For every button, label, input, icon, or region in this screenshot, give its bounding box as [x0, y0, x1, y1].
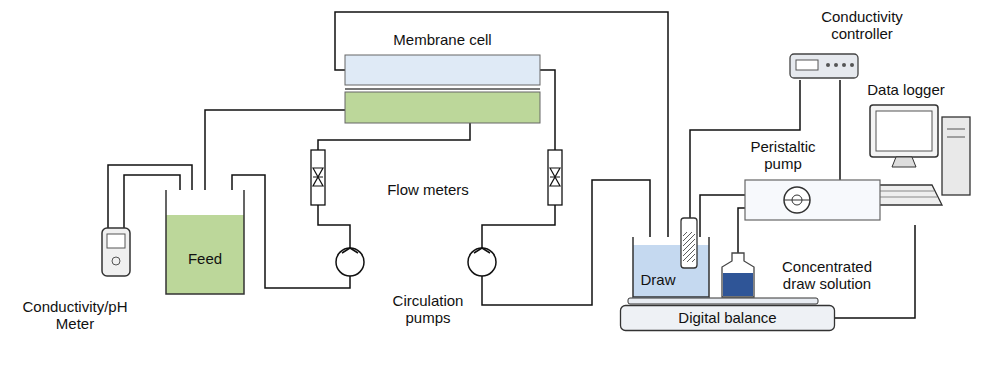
- text-holder: Peristaltic pump: [737, 138, 829, 173]
- concentrated-solution: [723, 273, 753, 296]
- pipe-line: [738, 208, 745, 253]
- flow-meter: [548, 150, 562, 205]
- flow-meter: [311, 150, 325, 205]
- text-holder: Digital balance: [620, 309, 835, 326]
- flow-meter-symbol: [313, 177, 323, 178]
- controller-led: [834, 63, 838, 67]
- monitor: [870, 105, 938, 157]
- text-holder: Membrane cell: [345, 31, 540, 48]
- pump-symbol: [474, 248, 490, 253]
- conductivity-controller: Conductivity controller: [790, 52, 858, 80]
- flow-meter-symbol: [550, 168, 560, 186]
- balance-body: [621, 306, 835, 331]
- pipe-line: [839, 80, 841, 180]
- feed-channel: [345, 92, 540, 123]
- text-holder: Flow meters: [380, 181, 476, 198]
- peristaltic-pump-drawing: [745, 180, 880, 220]
- text-holder: Feed: [175, 250, 235, 267]
- draw-tank-drawing: [632, 237, 710, 298]
- membrane-cell-drawing: [345, 55, 540, 123]
- controller-led: [842, 63, 846, 67]
- tower-slot: [947, 129, 965, 130]
- digital-balance: Digital balance: [620, 305, 835, 331]
- node-label: Conductivity/pH Meter: [22, 298, 127, 332]
- text-holder: Draw: [636, 271, 680, 288]
- tank-wall: [166, 190, 244, 294]
- node-label: Feed: [188, 250, 222, 267]
- conductivity-probe: [681, 218, 697, 268]
- pump-symbol: [342, 248, 358, 253]
- monitor-screen: [876, 111, 932, 151]
- pipe-line: [232, 123, 470, 288]
- meter-display: [107, 234, 125, 248]
- probe-hatching: [683, 232, 695, 262]
- text-holder: Conductivity/pH Meter: [15, 298, 135, 333]
- draw-channel: [345, 55, 540, 85]
- peristaltic-pump: Peristaltic pump: [745, 180, 880, 220]
- text-holder: Concentrated draw solution: [766, 258, 888, 293]
- membrane-cell: Membrane cell: [345, 55, 540, 123]
- meter-button: [112, 257, 120, 265]
- text-holder: Circulation pumps: [380, 292, 476, 327]
- controller-led: [826, 63, 830, 67]
- circulation-pump: [336, 248, 364, 276]
- draw-tank: Draw: [632, 237, 710, 298]
- conductivity-controller-drawing: [790, 52, 858, 80]
- draw-bottle-drawing: [720, 253, 756, 298]
- flow-meter-body: [548, 150, 562, 205]
- text-holder: Data logger: [856, 81, 956, 98]
- feed-solution: [166, 215, 244, 294]
- pump-body: [336, 248, 364, 276]
- conductivity-meter: Conductivity/pH Meter: [100, 228, 132, 276]
- pump-rotor: [784, 187, 810, 213]
- heading: Membrane cell: [393, 31, 491, 48]
- computer-tower: [942, 117, 970, 195]
- flow-meter-body: [311, 150, 325, 205]
- pump-rotor-arm: [784, 200, 810, 201]
- part-label: Circulation pumps: [393, 292, 464, 326]
- bottle-outline: [722, 253, 754, 297]
- monitor-stand: [892, 157, 916, 167]
- node-label: Concentrated draw solution: [782, 258, 872, 292]
- part-label: Flow meters: [387, 181, 469, 198]
- node-label: Digital balance: [678, 309, 776, 326]
- controller-led: [850, 63, 854, 67]
- meter-case: [102, 228, 130, 276]
- flow-meter-symbol: [313, 168, 323, 186]
- node-label: Peristaltic pump: [750, 138, 815, 172]
- feed-tank-drawing: [165, 190, 245, 295]
- pump-body: [468, 248, 496, 276]
- tower-slot: [947, 137, 965, 138]
- heading: Data logger: [867, 81, 945, 98]
- balance-platform: [628, 298, 818, 304]
- membrane: [345, 88, 540, 90]
- text-holder: Conductivity controller: [810, 8, 914, 43]
- draw-bottle: Concentrated draw solution: [720, 253, 756, 298]
- pump-housing: [745, 180, 880, 220]
- controller-display: [796, 60, 818, 70]
- feed-tank: Feed: [165, 190, 245, 295]
- pipe-line: [335, 12, 668, 237]
- conductivity-meter-drawing: [100, 228, 132, 276]
- circulation-pump: [468, 248, 496, 276]
- node-label: Conductivity controller: [821, 8, 903, 42]
- flow-meter-symbol: [550, 177, 560, 178]
- controller-case: [790, 54, 858, 78]
- node-label: Draw: [640, 271, 675, 288]
